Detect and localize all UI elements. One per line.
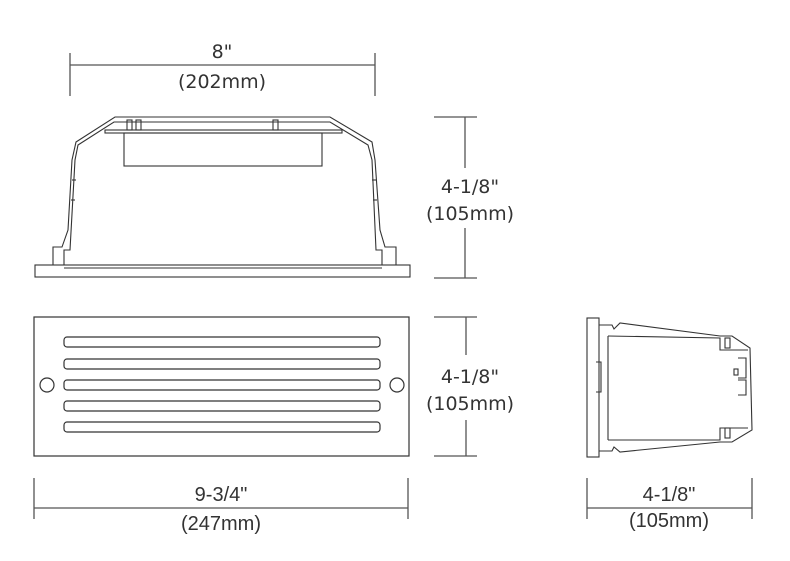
front-width-metric-label: (247mm) <box>180 513 261 535</box>
slot-1 <box>63 336 381 348</box>
top-width-dimension-line <box>69 53 376 96</box>
front-width-dimension-line <box>33 478 409 519</box>
top-width-imperial-label: 8" <box>211 41 233 63</box>
slot-4 <box>63 400 381 412</box>
slot-5 <box>63 421 381 433</box>
top-width-metric-label: (202mm) <box>177 71 267 93</box>
mount-hole-left <box>39 377 55 393</box>
front-height-dimension-line <box>434 316 477 457</box>
mount-hole-right <box>389 377 405 393</box>
front-height-imperial-label: 4-1/8" <box>440 366 500 388</box>
side-depth-imperial-label: 4-1/8" <box>642 484 696 506</box>
side-view-housing <box>586 317 753 458</box>
side-depth-metric-label: (105mm) <box>628 510 709 532</box>
front-width-imperial-label: 9-3/4" <box>194 484 248 506</box>
top-height-dimension-line <box>434 116 477 279</box>
side-depth-dimension-line <box>586 478 753 519</box>
front-height-metric-label: (105mm) <box>425 393 515 415</box>
front-view-grille <box>33 316 410 457</box>
slot-2 <box>63 358 381 370</box>
slot-3 <box>63 379 381 391</box>
top-height-metric-label: (105mm) <box>425 203 515 225</box>
top-height-imperial-label: 4-1/8" <box>440 176 500 198</box>
top-view-housing <box>34 116 411 278</box>
